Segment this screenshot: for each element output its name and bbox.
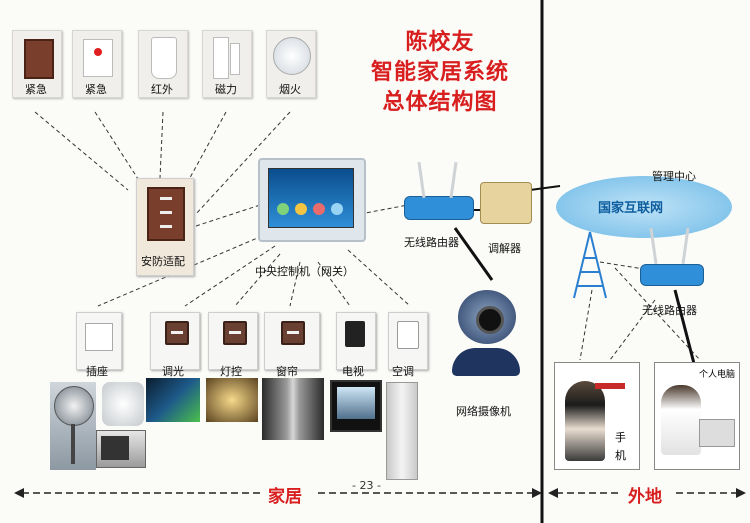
link-ctrl-light [234, 253, 281, 307]
device-label: 电视 [342, 365, 364, 378]
sensor-infrared: 红外 [138, 30, 188, 98]
cable-router-camera [453, 227, 494, 281]
sensor-label: 紧急 [85, 83, 107, 96]
central-controller [258, 158, 366, 242]
camera-head-icon [458, 290, 516, 344]
device-label: 灯控 [220, 365, 242, 378]
tv-image [330, 380, 382, 432]
cloud-label: 国家互联网 [598, 201, 664, 216]
link-sensor-4 [185, 111, 227, 186]
device-dimmer [150, 312, 200, 370]
appliance-image [102, 382, 144, 426]
personal-computer-user: 个人电脑 [654, 362, 740, 470]
mobile-phone-user: 手 机 [554, 362, 640, 470]
arrowhead-remote-left [548, 488, 558, 498]
controller-screen-icon [268, 168, 354, 228]
device-label: 窗帘 [276, 365, 298, 378]
dimmer-switch-icon [165, 321, 189, 345]
camera-base-icon [452, 348, 520, 376]
phone-label-line-2: 机 [615, 449, 626, 462]
lighting-scene-image [206, 378, 258, 422]
management-center-label: 管理中心 [652, 170, 696, 183]
device-ac [388, 312, 428, 370]
socket-icon [85, 323, 113, 351]
remote-router [640, 264, 704, 286]
title-line-1: 陈校友 [405, 30, 475, 55]
microwave-image [96, 430, 146, 468]
arrowhead-remote-right [736, 488, 746, 498]
link-router-phone [609, 299, 656, 361]
sensor-label: 红外 [151, 83, 173, 96]
link-ctrl-tv [317, 261, 351, 307]
air-conditioner-image [386, 382, 418, 480]
link-ctrl-ac [347, 249, 411, 307]
link-sensor-3 [159, 111, 164, 179]
emergency-button-icon [24, 39, 54, 79]
fan-image [50, 382, 96, 470]
home-router [404, 196, 474, 220]
link-ctrl-router [359, 204, 409, 215]
infrared-detector-icon [151, 37, 177, 79]
sensor-magnetic: 磁力 [202, 30, 252, 98]
link-ctrl-socket [97, 235, 263, 307]
zone-home-label: 家居 [268, 487, 302, 507]
title-block: 陈校友 智能家居系统 总体结构图 [355, 28, 525, 118]
link-tower-phone [579, 289, 593, 361]
modem-icon [480, 182, 532, 224]
laptop-icon [699, 419, 735, 447]
home-router-label: 无线路由器 [404, 236, 459, 249]
smoke-detector-icon [273, 37, 311, 75]
phone-label: 手 机 [615, 429, 626, 465]
link-sensor-1 [34, 111, 129, 191]
link-sensor-2 [94, 111, 141, 183]
phone-label-line-1: 手 [615, 431, 626, 444]
sensor-label: 磁力 [215, 83, 237, 96]
adapter-label: 安防适配 [141, 255, 185, 268]
zone-remote-label: 外地 [628, 487, 662, 507]
title-line-3: 总体结构图 [382, 90, 498, 115]
sensor-emergency-2: 紧急 [72, 30, 122, 98]
phone-screen-icon [595, 383, 625, 389]
camera-label: 网络摄像机 [456, 405, 511, 418]
network-camera [452, 288, 520, 386]
curtain-image [262, 378, 324, 440]
pc-label: 个人电脑 [699, 370, 736, 380]
sensor-label: 烟火 [279, 83, 301, 96]
tv-plug-icon [345, 321, 365, 347]
phone-user-image [565, 381, 605, 461]
pc-user-image [661, 385, 701, 455]
controller-label: 中央控制机（网关） [255, 265, 354, 278]
link-ctrl-curtain [289, 261, 301, 307]
dimmer-scene-image [146, 378, 200, 422]
device-curtain [264, 312, 320, 370]
sensor-smoke: 烟火 [266, 30, 316, 98]
device-light-control [208, 312, 258, 370]
device-label: 空调 [392, 365, 414, 378]
cable-modem-cloud [529, 185, 561, 191]
remote-router-label: 无线路由器 [642, 304, 697, 317]
device-tv [336, 312, 376, 370]
curtain-switch-icon [281, 321, 305, 345]
modem-label: 调解器 [488, 242, 521, 255]
page-number: - 23 - [352, 479, 381, 492]
security-adapter: 安防适配 [136, 178, 194, 276]
panic-button-icon [83, 39, 113, 77]
link-adapter-controller [195, 204, 261, 227]
device-socket [76, 312, 122, 370]
title-line-2: 智能家居系统 [370, 60, 509, 85]
light-switch-icon [223, 321, 247, 345]
magnetic-contact-icon [213, 37, 229, 79]
arrowhead-home-left [14, 488, 24, 498]
ac-plug-icon [397, 321, 419, 349]
arrowhead-home-right [532, 488, 542, 498]
signal-tower-icon [573, 231, 607, 299]
link-sensor-5 [194, 111, 291, 216]
sensor-label: 紧急 [25, 83, 47, 96]
device-label: 调光 [162, 365, 184, 378]
device-label: 插座 [86, 365, 108, 378]
sensor-emergency-1: 紧急 [12, 30, 62, 98]
adapter-panel-icon [147, 187, 185, 241]
